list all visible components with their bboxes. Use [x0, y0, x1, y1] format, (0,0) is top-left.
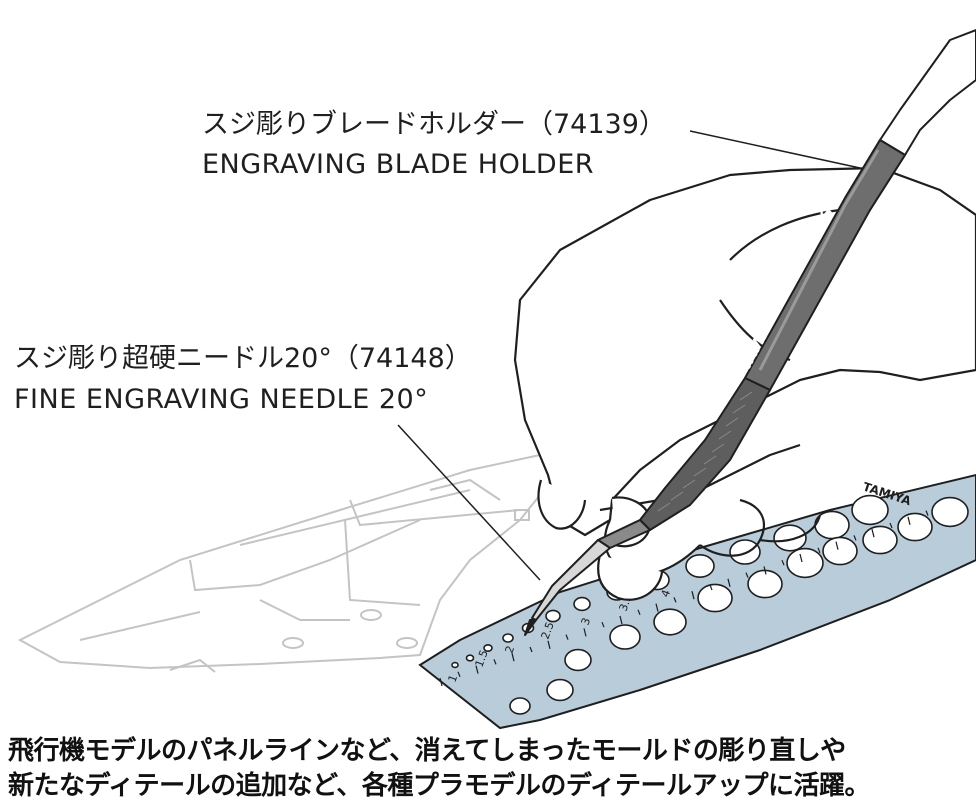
ruler-tick — [817, 547, 821, 554]
ruler-tick — [619, 615, 623, 625]
ruler-tick — [547, 640, 551, 649]
ruler-tick — [853, 535, 857, 541]
template-circle — [822, 536, 858, 566]
ruler-tick — [745, 572, 749, 578]
needle-leader-line — [397, 424, 541, 581]
template-circle — [564, 648, 592, 672]
ruler-tick — [457, 671, 461, 678]
template-circle — [546, 678, 574, 702]
holder-english-label: ENGRAVING BLADE HOLDER — [202, 149, 595, 180]
template-circle — [862, 525, 898, 555]
needle-japanese-label: スジ彫り超硬ニードル20°（74148） — [14, 343, 472, 374]
ruler-tick — [493, 659, 497, 665]
caption-line-1: 飛行機モデルのパネルラインなど、消えてしまったモールドの彫り直しや — [8, 736, 846, 766]
template-circle — [483, 643, 493, 652]
caption-line-2: 新たなディテールの追加など、各種プラモデルのディテールアップに活躍。 — [8, 771, 871, 801]
ruler-tick-label: 1.5 — [473, 648, 491, 669]
template-circle — [747, 569, 783, 599]
template-circle — [465, 654, 475, 662]
ruler-tick — [835, 541, 839, 550]
ruler-tick — [781, 559, 785, 566]
holder-leader-line — [689, 130, 861, 169]
ruler-tick — [709, 584, 713, 591]
ruler-tick — [673, 597, 677, 603]
ruler-tick — [763, 566, 767, 575]
template-circle — [502, 633, 514, 643]
aircraft-model-outline — [17, 453, 562, 673]
ruler-tick — [907, 516, 911, 525]
ruler-tick-label: 1 — [446, 673, 461, 684]
ruler-tick — [565, 634, 569, 640]
ruler-tick-label: 2 — [503, 644, 518, 655]
template-circle — [729, 539, 761, 565]
template-circle — [773, 524, 807, 552]
ruler-tick — [691, 591, 695, 600]
template-circle — [697, 583, 733, 613]
template-circle — [897, 512, 933, 542]
ruler-tick — [439, 677, 443, 687]
template-circle — [786, 547, 824, 579]
ruler-tick — [889, 522, 893, 529]
needle-english-label: FINE ENGRAVING NEEDLE 20° — [14, 384, 429, 415]
ruler-tick — [583, 628, 587, 637]
template-circle — [545, 609, 561, 623]
template-circle — [931, 496, 969, 528]
ruler-tick — [601, 621, 605, 628]
ruler-tick — [475, 665, 479, 674]
ruler-tick — [727, 578, 731, 587]
template-circle — [851, 494, 889, 526]
ruler-tick — [655, 603, 659, 612]
ruler-tick-label: 4 — [659, 588, 674, 599]
ruler-tick — [799, 553, 803, 563]
template-circle — [573, 596, 591, 612]
holder-japanese-label: スジ彫りブレードホルダー（74139） — [202, 109, 666, 140]
ruler-tick — [925, 510, 929, 516]
ruler-tick — [511, 653, 515, 662]
leader-lines — [397, 130, 861, 581]
ruler-tick — [871, 529, 875, 538]
template-circle — [509, 697, 531, 715]
template-circle — [451, 661, 459, 669]
ruler-tick-label: 2.5 — [539, 620, 557, 641]
ruler-tick — [529, 646, 533, 653]
template-circle — [653, 608, 687, 636]
template-circle — [609, 624, 641, 650]
ruler-tick — [637, 609, 641, 616]
ruler-tick-label: 3 — [579, 616, 594, 627]
template-circle — [685, 553, 715, 578]
